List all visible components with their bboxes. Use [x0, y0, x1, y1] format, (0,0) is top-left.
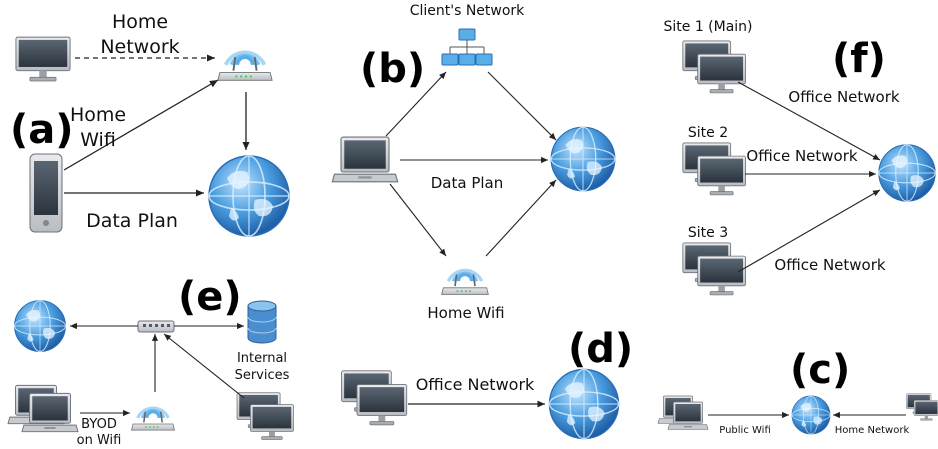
- site2-computers-icon: [683, 143, 746, 195]
- byod-label-line2: on Wifi: [77, 433, 122, 448]
- desktop-computers-icon: [906, 394, 938, 421]
- desktop-computers-icon: [342, 371, 407, 425]
- office-network-label: Office Network: [774, 256, 885, 274]
- laptop-icon: [21, 392, 79, 433]
- arrow: [163, 333, 245, 399]
- home-network-label-line2: Network: [100, 36, 179, 58]
- panel-a: Home Network (a) Home Wifi Data Plan: [10, 11, 290, 237]
- smartphone-icon: [29, 153, 63, 233]
- arrow: [389, 183, 447, 257]
- database-icon: [247, 300, 277, 344]
- panel-d: (d) Office Network: [342, 326, 633, 440]
- site1-computers-icon: [683, 41, 746, 93]
- clients-network-label: Client's Network: [410, 3, 525, 19]
- arrow: [385, 71, 447, 137]
- home-network-label: Home Network: [835, 425, 910, 436]
- wifi-router-icon: [218, 52, 272, 80]
- data-plan-label: Data Plan: [86, 210, 178, 232]
- network-switch-icon: [137, 320, 175, 333]
- internal-services-label-line1: Internal: [237, 351, 287, 366]
- office-network-label: Office Network: [416, 375, 535, 394]
- office-network-label: Office Network: [746, 147, 857, 165]
- home-wifi-label-line2: Wifi: [80, 129, 116, 151]
- site3-label: Site 3: [688, 225, 728, 241]
- internet-globe-icon: [548, 368, 620, 440]
- panel-letter: (a): [10, 107, 74, 153]
- internal-services-label-line2: Services: [235, 368, 290, 383]
- office-network-label: Office Network: [788, 88, 899, 106]
- home-wifi-label: Home Wifi: [427, 304, 504, 322]
- byod-label-line1: BYOD: [81, 417, 117, 432]
- internet-globe-icon: [878, 144, 936, 202]
- panel-f: Site 1 (Main) (f) Site 2 Site 3 Office N…: [663, 19, 936, 295]
- network-topology-icon: [441, 28, 493, 66]
- internet-globe-icon: [14, 300, 66, 352]
- panel-letter: (d): [568, 326, 633, 372]
- data-plan-label: Data Plan: [431, 174, 504, 192]
- wifi-router-icon: [129, 406, 177, 432]
- site2-label: Site 2: [688, 125, 728, 141]
- arrow: [737, 81, 881, 161]
- arrow: [737, 189, 881, 273]
- wifi-router-icon: [439, 268, 491, 297]
- arrow: [63, 79, 219, 171]
- internet-globe-icon: [550, 126, 616, 192]
- desktop-computers-icon: [237, 393, 293, 440]
- public-wifi-label: Public Wifi: [719, 425, 771, 436]
- laptop-icon: [667, 401, 709, 430]
- site3-computers-icon: [683, 243, 746, 295]
- panel-letter: (b): [360, 46, 425, 92]
- home-network-label-line1: Home: [112, 11, 168, 33]
- internet-globe-icon: [208, 155, 290, 237]
- laptop-icon: [331, 136, 399, 183]
- internet-globe-icon: [791, 395, 831, 435]
- arrow: [487, 71, 557, 141]
- panel-letter: (f): [832, 36, 886, 82]
- panel-letter: (e): [178, 274, 242, 320]
- panel-letter: (c): [790, 347, 850, 393]
- panel-c: (c) Public Wifi Home Network: [657, 347, 938, 436]
- site1-label: Site 1 (Main): [663, 19, 752, 35]
- panel-e: (e) Internal Services BYOD on Wifi: [7, 274, 293, 448]
- arrow: [485, 179, 557, 257]
- home-wifi-label-line1: Home: [70, 104, 126, 126]
- panel-b: Client's Network (b) Data Plan Home Wifi: [331, 3, 616, 322]
- desktop-computer-icon: [15, 36, 71, 82]
